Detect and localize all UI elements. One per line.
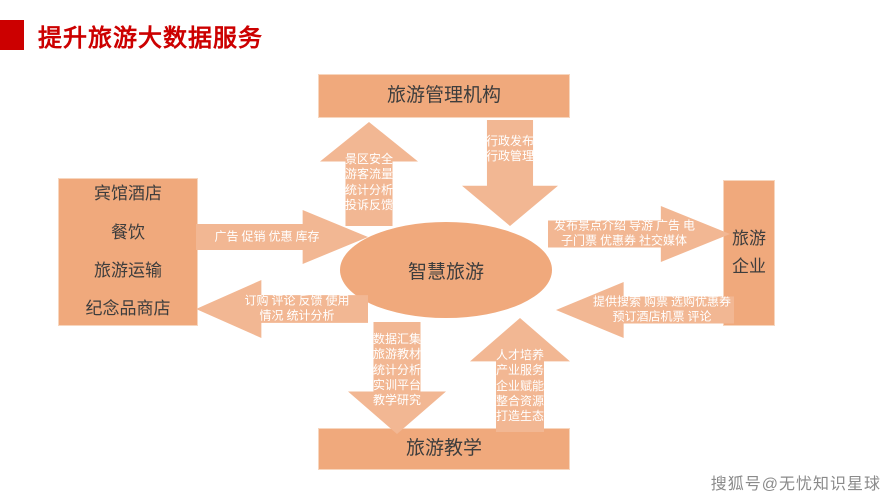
node-label-line: 餐饮 <box>111 222 145 242</box>
arrow-label-line: 产业服务 <box>495 363 544 378</box>
node-label-line: 旅游运输 <box>94 261 162 280</box>
node-label-line: 纪念品商店 <box>85 299 171 319</box>
slide-title-bar: 提升旅游大数据服务 <box>0 18 263 52</box>
node-label: 旅游教学 <box>405 438 482 460</box>
arrow-label-line: 行政发布 <box>485 134 534 148</box>
arrow-label: 行政发布 行政管理 <box>474 134 546 165</box>
arrow-suppliers-to-hub: 广告 促销 优惠 库存 <box>196 210 368 264</box>
arrow-label: 订购 评论 反馈 使用 情况 统计分析 <box>232 294 362 325</box>
arrow-administration-to-hub: 行政发布 行政管理 <box>462 120 558 226</box>
arrow-label-line: 提供搜索 购票 选购优惠券 <box>592 294 731 309</box>
arrow-label-line: 游客流量 <box>344 167 393 182</box>
arrow-label-line: 教学研究 <box>372 393 421 408</box>
arrow-label: 数据汇集 旅游教材 统计分析 实训平台 教学研究 <box>361 332 433 409</box>
arrow-label-line: 预订酒店机票 评论 <box>612 310 712 324</box>
arrow-label-line: 实训平台 <box>372 378 421 393</box>
arrow-label-line: 统计分析 <box>344 182 393 197</box>
arrow-education-to-hub: 人才培养 产业服务 企业赋能 整合资源 打造生态 <box>470 318 570 432</box>
arrow-enterprises-to-hub: 提供搜索 购票 选购优惠券 预订酒店机票 评论 <box>556 282 734 338</box>
arrow-label-line: 统计分析 <box>372 362 421 377</box>
arrow-label: 广告 促销 优惠 库存 <box>202 229 332 244</box>
arrow-label-line: 投诉反馈 <box>344 198 393 213</box>
arrow-label-line: 打造生态 <box>495 409 544 424</box>
arrow-label: 人才培养 产业服务 企业赋能 整合资源 打造生态 <box>484 348 556 425</box>
arrow-label: 提供搜索 购票 选购优惠券 预订酒店机票 评论 <box>592 295 732 326</box>
arrow-label-line: 广告 促销 优惠 库存 <box>214 229 320 244</box>
arrow-label-line: 景区安全 <box>344 152 393 166</box>
arrow-label-line: 情况 统计分析 <box>259 309 335 323</box>
watermark: 搜狐号@无忧知识星球 <box>710 476 881 493</box>
node-label: 旅游管理机构 <box>386 85 501 107</box>
arrow-label-line: 数据汇集 <box>372 332 421 346</box>
page-title: 提升旅游大数据服务 <box>38 24 263 52</box>
arrow-label-line: 旅游教材 <box>372 347 421 362</box>
node-label-line: 宾馆酒店 <box>94 184 162 204</box>
arrow-label-line: 子门票 优惠券 社交媒体 <box>560 234 687 248</box>
arrow-label-line: 行政管理 <box>485 149 534 164</box>
arrow-hub-to-enterprises: 发布景点介绍 导游 广告 电 子门票 优惠券 社交媒体 <box>548 206 730 262</box>
node-tourism-administration[interactable]: 旅游管理机构 <box>318 74 570 118</box>
arrow-hub-to-administration: 景区安全 游客流量 统计分析 投诉反馈 <box>320 122 418 226</box>
arrow-label-line: 发布景点介绍 导游 广告 电 <box>554 218 696 233</box>
node-label-line: 企业 <box>732 257 766 276</box>
title-accent-square <box>0 20 24 50</box>
hub-smart-tourism[interactable]: 智慧旅游 <box>340 222 552 318</box>
node-tourism-education[interactable]: 旅游教学 <box>318 428 570 470</box>
arrow-label-line: 订购 评论 反馈 使用 <box>244 293 350 308</box>
arrow-label-line: 人才培养 <box>495 348 544 362</box>
node-tourism-suppliers[interactable]: 宾馆酒店 餐饮 旅游运输 纪念品商店 <box>58 178 198 326</box>
arrow-hub-to-suppliers: 订购 评论 反馈 使用 情况 统计分析 <box>196 280 368 338</box>
hub-label: 智慧旅游 <box>407 261 484 283</box>
arrow-label-line: 整合资源 <box>495 394 544 409</box>
node-label-line: 旅游 <box>732 228 766 248</box>
arrow-hub-to-education: 数据汇集 旅游教材 统计分析 实训平台 教学研究 <box>348 322 446 434</box>
arrow-label: 景区安全 游客流量 统计分析 投诉反馈 <box>333 152 405 213</box>
arrow-label-line: 企业赋能 <box>495 378 544 393</box>
arrow-label: 发布景点介绍 导游 广告 电 子门票 优惠券 社交媒体 <box>554 218 696 250</box>
